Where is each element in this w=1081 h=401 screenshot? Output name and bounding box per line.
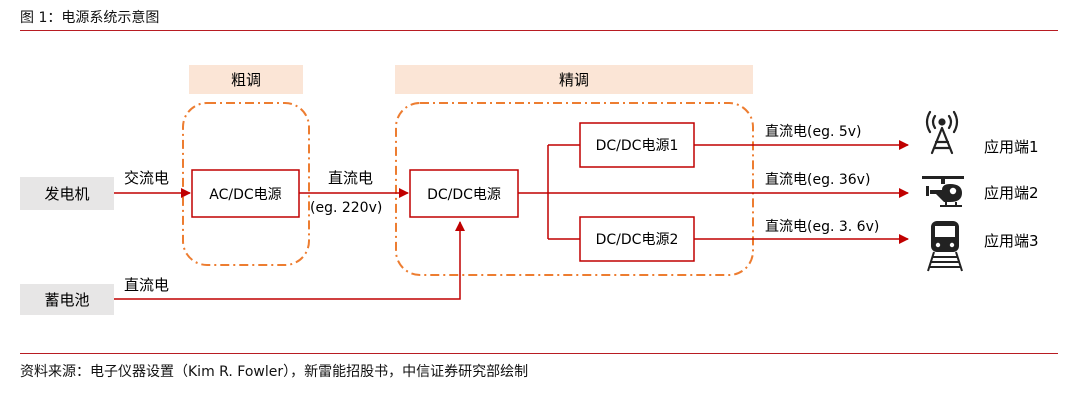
output-label-3: 直流电(eg. 3. 6v) bbox=[765, 218, 879, 235]
dcdc-1-label: DC/DC电源1 bbox=[596, 138, 679, 154]
fine-stage-boundary bbox=[395, 102, 754, 276]
generator-label: 发电机 bbox=[44, 185, 89, 203]
figure-title: 图 1：电源系统示意图 bbox=[20, 10, 160, 26]
stage-label-coarse: 粗调 bbox=[231, 71, 261, 89]
endpoint-label-1: 应用端1 bbox=[984, 138, 1039, 156]
endpoint-label-3: 应用端3 bbox=[984, 232, 1039, 250]
helicopter-icon bbox=[922, 176, 964, 207]
dcdc-main-label: DC/DC电源 bbox=[427, 187, 501, 203]
dcdc-2-label: DC/DC电源2 bbox=[596, 232, 679, 248]
battery-wire bbox=[114, 221, 465, 300]
train-icon bbox=[927, 221, 963, 272]
radio-tower-icon bbox=[925, 110, 959, 155]
battery-source: 蓄电池 bbox=[20, 284, 114, 315]
dc-220-wire-label: 直流电 bbox=[328, 169, 373, 187]
coarse-stage-boundary bbox=[182, 102, 310, 266]
dcdc-2-converter: DC/DC电源2 bbox=[579, 216, 695, 262]
dc-220-example-label: (eg. 220v) bbox=[310, 200, 382, 216]
stage-label-fine: 精调 bbox=[559, 71, 589, 89]
dcdc-1-converter: DC/DC电源1 bbox=[579, 122, 695, 168]
bottom-rule bbox=[20, 353, 1058, 354]
stage-header-coarse: 粗调 bbox=[189, 65, 303, 94]
top-rule bbox=[20, 30, 1058, 31]
source-note: 资料来源：电子仪器设置（Kim R. Fowler），新雷能招股书，中信证券研究… bbox=[20, 364, 529, 380]
battery-wire-label: 直流电 bbox=[124, 276, 169, 294]
acdc-converter: AC/DC电源 bbox=[191, 169, 300, 218]
ac-wire-label: 交流电 bbox=[124, 169, 169, 187]
battery-label: 蓄电池 bbox=[44, 291, 89, 309]
acdc-label: AC/DC电源 bbox=[209, 187, 281, 203]
dcdc-main-converter: DC/DC电源 bbox=[409, 169, 519, 218]
output-label-1: 直流电(eg. 5v) bbox=[765, 123, 862, 140]
endpoint-label-2: 应用端2 bbox=[984, 184, 1039, 202]
stage-header-fine: 精调 bbox=[395, 65, 753, 94]
generator-source: 发电机 bbox=[20, 177, 114, 210]
output-label-2: 直流电(eg. 36v) bbox=[765, 171, 870, 188]
